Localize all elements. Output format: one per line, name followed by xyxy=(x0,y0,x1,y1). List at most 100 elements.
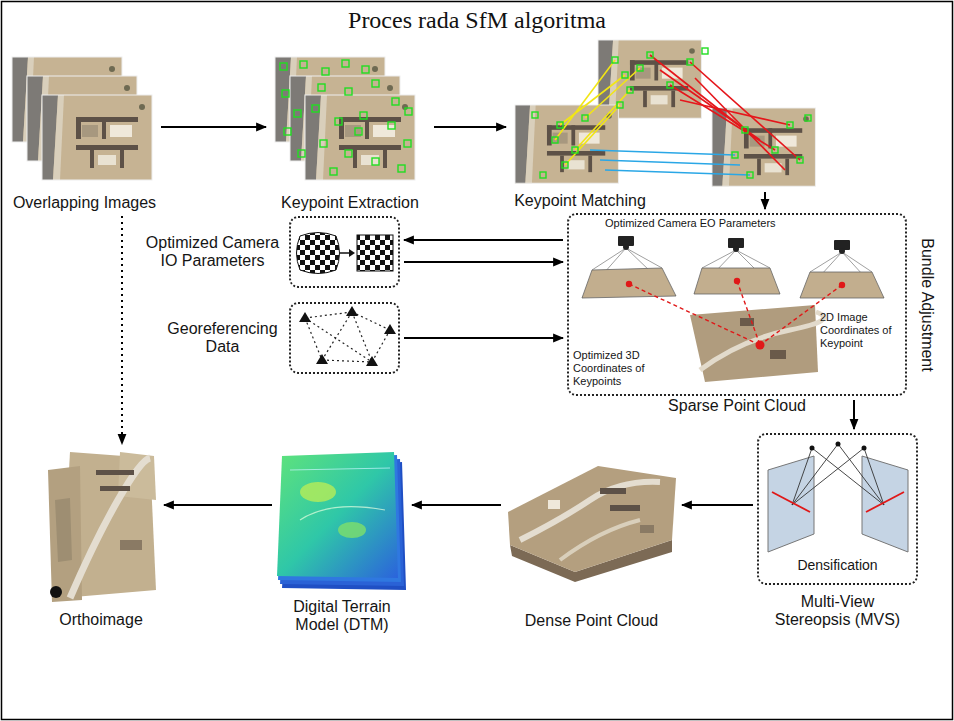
camera-geometry-part xyxy=(690,305,818,382)
box-label: Optimized Camera IO Parameters xyxy=(140,234,285,271)
node-caption: Keypoint Extraction xyxy=(270,194,430,212)
stereo-diagram-part-part xyxy=(792,448,864,505)
keypoint-images-part-part xyxy=(330,168,337,175)
orthomosaic xyxy=(48,452,156,602)
matching-images-part-part xyxy=(680,100,790,125)
keypoint-images-part-part xyxy=(320,140,327,147)
matching-images-part-part xyxy=(747,172,753,178)
keypoint-images-part-part xyxy=(294,110,301,117)
keypoint-images-part-part xyxy=(318,84,325,91)
camera-geometry-part-part xyxy=(734,278,740,284)
matching-images-part-part xyxy=(552,137,558,143)
box-caption: Sparse Point Cloud xyxy=(569,397,905,415)
control-network-part-part xyxy=(346,306,358,316)
point-cloud-model-part xyxy=(610,505,640,511)
dotted-arrow xyxy=(121,216,123,444)
stereo-diagram-part xyxy=(792,444,884,505)
image-stack-part xyxy=(42,95,152,180)
dashed-box: Optimized Camera EO Parameters2D Image C… xyxy=(567,213,907,396)
node-caption: Dense Point Cloud xyxy=(495,612,688,630)
node-caption: Digital Terrain Model (DTM) xyxy=(276,598,408,635)
control-network xyxy=(299,306,396,366)
point-cloud-model-part xyxy=(548,500,560,509)
node-caption: Orthoimage xyxy=(22,611,180,629)
matching-images-part-part xyxy=(695,78,785,170)
flow-arrow xyxy=(434,126,506,128)
camera-geometry-part-part xyxy=(592,248,626,270)
terrain-model-part xyxy=(300,482,336,502)
stereo-diagram-part-part xyxy=(792,448,812,505)
image-node: Overlapping Images xyxy=(12,55,157,212)
camera-geometry-part xyxy=(629,281,842,345)
point-cloud-model-part xyxy=(508,466,676,572)
matching-images-part-part xyxy=(572,147,578,153)
camera-geometry-part-part xyxy=(737,281,760,345)
matching-images-part-part xyxy=(647,52,653,58)
camera-geometry-part-part xyxy=(756,341,765,350)
control-network-part xyxy=(299,306,396,366)
matching-images-part-part xyxy=(532,112,538,118)
camera-geometry-part-part xyxy=(626,281,632,287)
stereo-diagram-part-part xyxy=(836,442,841,447)
point-cloud-model-part xyxy=(520,482,660,540)
camera-geometry-part xyxy=(582,248,884,298)
point-cloud-model-part xyxy=(640,525,654,533)
camera-geometry-part xyxy=(700,312,824,370)
node-caption: Keypoint Matching xyxy=(510,192,650,210)
stereo-diagram xyxy=(768,442,908,553)
keypoint-images-part-part xyxy=(312,105,319,112)
matching-images-part-part xyxy=(687,59,693,65)
keypoint-images-part xyxy=(280,60,412,175)
stereo-diagram-part xyxy=(866,492,904,512)
keypoint-images-part-part xyxy=(405,108,412,115)
matching-images-part-part xyxy=(667,82,673,88)
point-cloud-model-part xyxy=(600,488,626,494)
orthomosaic-part xyxy=(50,586,62,598)
matching-images-part-part xyxy=(590,150,735,155)
keypoint-images-part-part xyxy=(362,66,369,73)
flow-arrow xyxy=(412,504,501,506)
inner-label: Optimized Camera EO Parameters xyxy=(605,217,776,230)
matching-images-part-part xyxy=(622,72,628,78)
camera-geometry-part xyxy=(618,236,850,254)
keypoint-images-part-part xyxy=(360,112,367,119)
stereo-diagram-part xyxy=(862,456,908,552)
camera-geometry-part xyxy=(694,268,780,294)
terrain-model-part xyxy=(277,452,398,578)
terrain-model xyxy=(277,452,406,590)
matching-images-part-part xyxy=(562,162,568,168)
point-cloud-model-part xyxy=(560,520,640,560)
control-network-part-part xyxy=(372,330,390,362)
image-node: Dense Point Cloud xyxy=(505,462,678,582)
control-network-part-part xyxy=(305,318,322,360)
stereo-diagram-part xyxy=(810,442,867,451)
flow-arrow xyxy=(853,400,855,429)
keypoint-images-part-part xyxy=(322,68,329,75)
matching-images-part xyxy=(555,60,640,165)
camera-geometry-part-part xyxy=(733,246,739,252)
camera-geometry-part xyxy=(626,278,845,350)
control-network-part-part xyxy=(305,312,352,318)
matching-images-part-part xyxy=(582,115,588,121)
matching-images-part-part xyxy=(565,105,620,165)
orthomosaic-part xyxy=(55,498,72,562)
control-network-part-part xyxy=(316,354,328,364)
matching-images-part-part xyxy=(787,122,793,128)
matching-images-part-part xyxy=(540,172,546,178)
terrain-model-part xyxy=(338,522,366,538)
camera-geometry-part-part xyxy=(629,284,760,345)
matching-images-part-part xyxy=(617,102,623,108)
control-network-part xyxy=(305,312,390,362)
keypoint-images-part-part xyxy=(282,90,289,97)
keypoint-images-part-part xyxy=(404,140,411,147)
flow-arrow xyxy=(764,192,766,209)
keypoint-images-part-part xyxy=(392,98,399,105)
stereo-diagram-part-part xyxy=(864,448,884,505)
camera-geometry-part xyxy=(800,272,884,298)
matching-images-part-part xyxy=(557,122,563,128)
matching-images-part-part xyxy=(637,65,643,71)
image-node: Digital Terrain Model (DTM) xyxy=(276,452,408,592)
orthomosaic-part xyxy=(100,486,130,491)
orthomosaic-part xyxy=(120,540,142,550)
